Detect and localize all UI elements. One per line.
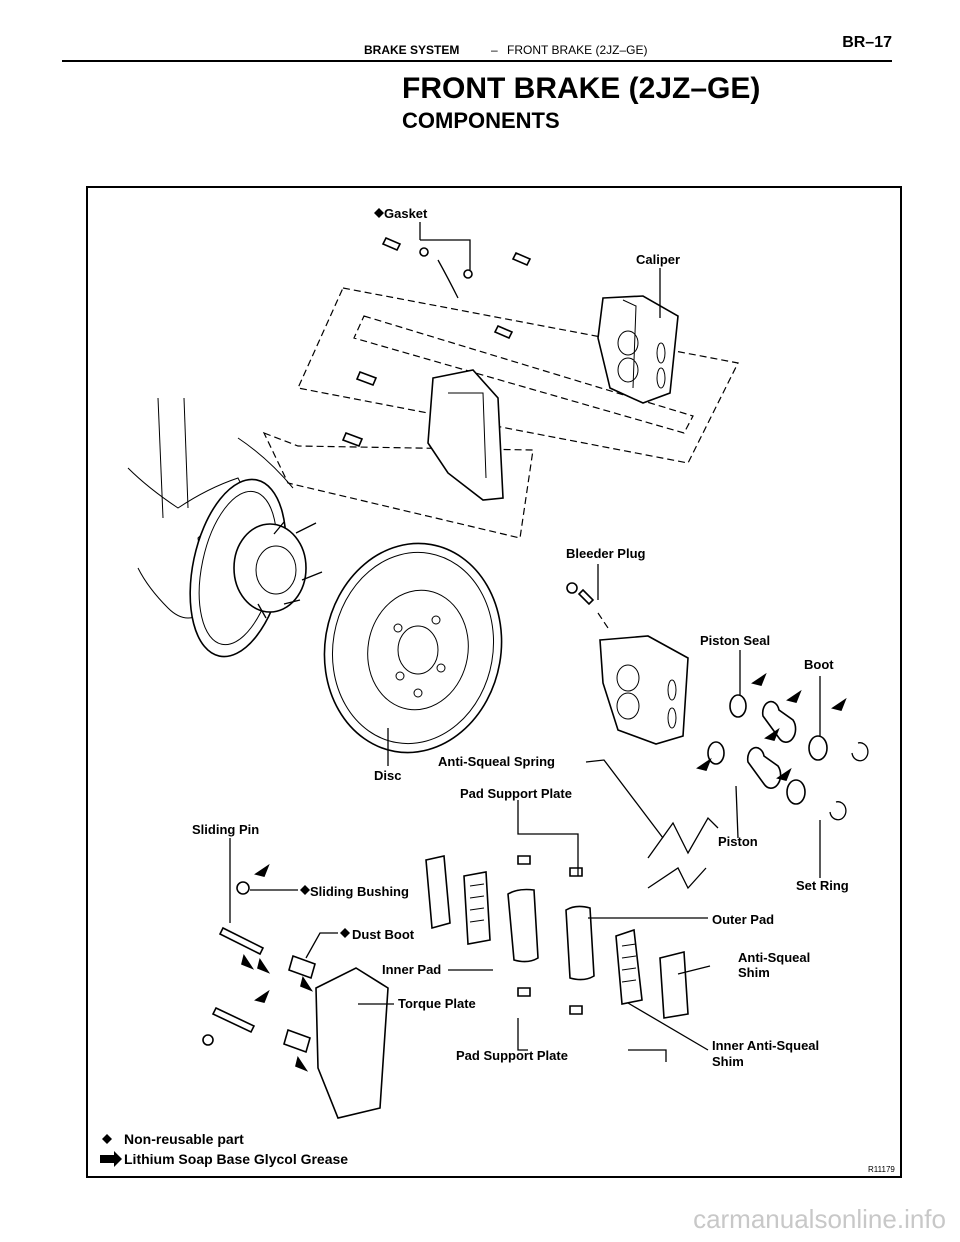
leader-lines (229, 222, 821, 1062)
label-anti-squeal-shim-2: Shim (738, 965, 770, 980)
piston-parts (707, 694, 869, 821)
label-caliper: Caliper (636, 252, 680, 267)
page-title: FRONT BRAKE (2JZ–GE) (402, 72, 761, 105)
label-outer-pad: Outer Pad (712, 912, 774, 927)
grease-arrows (241, 672, 847, 1072)
label-disc: Disc (374, 768, 401, 783)
header-section: BRAKE SYSTEM (364, 43, 460, 57)
label-pad-support-plate-top: Pad Support Plate (460, 786, 572, 801)
sliding-pin-parts (202, 881, 316, 1054)
label-inner-pad: Inner Pad (382, 962, 441, 977)
header-separator: – (491, 43, 498, 57)
label-gasket: Gasket (384, 206, 428, 221)
label-anti-squeal-shim-1: Anti-Squeal (738, 950, 810, 965)
header-rule (62, 60, 892, 62)
legend-non-reusable: Non-reusable part (124, 1131, 244, 1147)
label-torque-plate: Torque Plate (398, 996, 476, 1011)
watermark: carmanualsonline.info (693, 1204, 946, 1234)
page-header: BRAKE SYSTEM – FRONT BRAKE (2JZ–GE) BR–1… (62, 20, 892, 62)
components-diagram: Gasket Caliper Bleeder Plug Piston Seal … (86, 186, 902, 1178)
label-sliding-pin: Sliding Pin (192, 822, 259, 837)
label-anti-squeal-spring: Anti-Squeal Spring (438, 754, 555, 769)
bolts (341, 236, 532, 448)
caliper-top (597, 295, 679, 404)
torque-plate (315, 967, 389, 1119)
label-boot: Boot (804, 657, 834, 672)
label-pad-support-plate-bottom: Pad Support Plate (456, 1048, 568, 1063)
steering-knuckle-hub (127, 397, 323, 658)
brake-disc (323, 542, 503, 754)
header-subsection: FRONT BRAKE (2JZ–GE) (507, 43, 648, 57)
dashed-assembly-line-1 (262, 431, 534, 539)
legend-grease: Lithium Soap Base Glycol Grease (124, 1151, 348, 1167)
dashed-assembly-line-3 (353, 315, 694, 434)
caliper-disassembled (566, 582, 689, 745)
figure-number: R11179 (868, 1165, 895, 1174)
label-inner-anti-squeal-shim-2: Shim (712, 1054, 744, 1069)
anti-squeal-spring (647, 816, 719, 890)
brake-pads (425, 855, 689, 1019)
exploded-view-drawing: Gasket Caliper Bleeder Plug Piston Seal … (100, 206, 895, 1174)
label-dust-boot: Dust Boot (352, 927, 415, 942)
label-bleeder-plug: Bleeder Plug (566, 546, 646, 561)
label-sliding-bushing: Sliding Bushing (310, 884, 409, 899)
legend: Non-reusable part Lithium Soap Base Glyc… (100, 1131, 348, 1167)
label-set-ring: Set Ring (796, 878, 849, 893)
page-subtitle: COMPONENTS (402, 108, 560, 133)
non-reusable-markers (300, 208, 384, 938)
page-number: BR–17 (842, 34, 892, 51)
label-piston-seal: Piston Seal (700, 633, 770, 648)
torque-plate-mounted (427, 369, 504, 501)
label-inner-anti-squeal-shim-1: Inner Anti-Squeal (712, 1038, 819, 1053)
label-piston: Piston (718, 834, 758, 849)
diamond-icon (102, 1134, 112, 1144)
grease-arrow-icon (100, 1151, 122, 1167)
